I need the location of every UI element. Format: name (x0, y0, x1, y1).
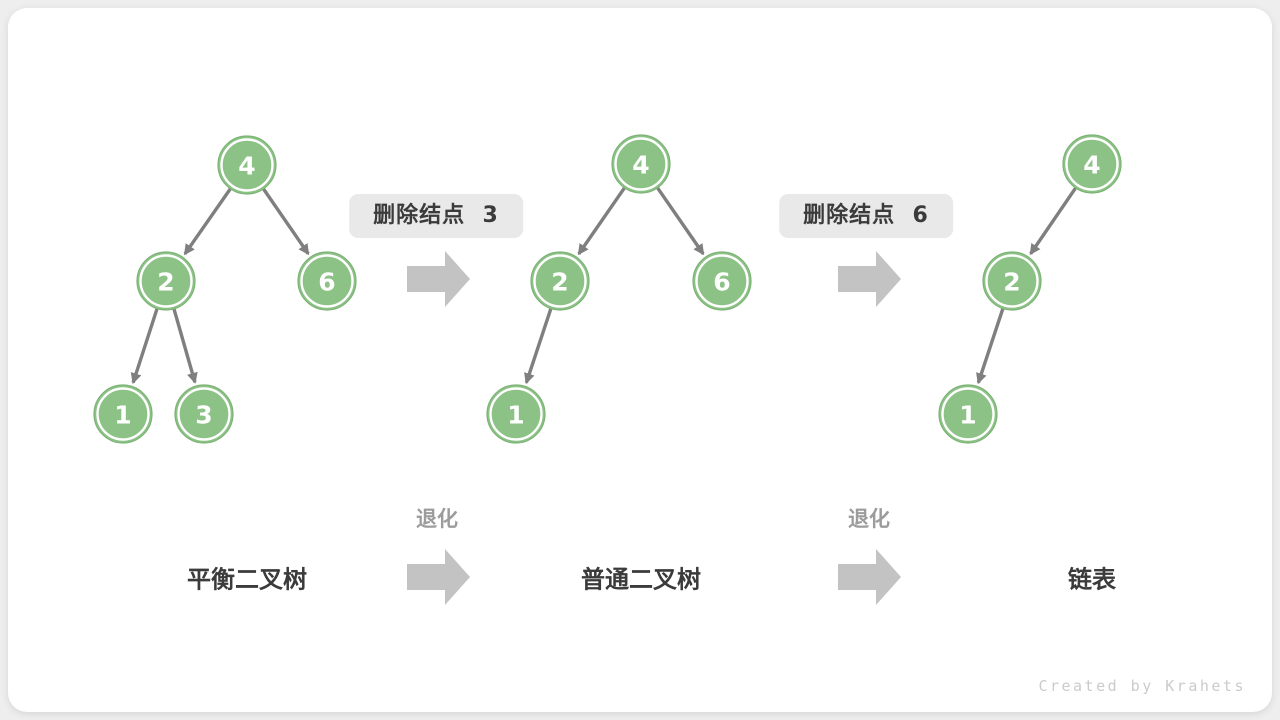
delete-node-6-badge: 删除结点 6 (779, 194, 953, 238)
tree-node-4: 4 (611, 134, 671, 194)
block-arrow-right-icon (407, 549, 470, 605)
node-inner-ring (695, 254, 749, 308)
node-inner-ring (139, 254, 193, 308)
node-value: 1 (507, 401, 524, 430)
node-value: 4 (1083, 151, 1100, 180)
node-circle (692, 251, 752, 311)
node-inner-ring (533, 254, 587, 308)
node-value: 6 (713, 268, 730, 297)
tree-node-1: 1 (93, 384, 153, 444)
tree-label-ordinary-binary-tree: 普通二叉树 (581, 565, 701, 594)
node-inner-ring (300, 254, 354, 308)
node-value: 6 (318, 268, 335, 297)
node-value: 1 (959, 401, 976, 430)
node-inner-ring (489, 387, 543, 441)
tree-node-4: 4 (1062, 134, 1122, 194)
node-circle (297, 251, 357, 311)
tree-node-2: 2 (530, 251, 590, 311)
tree-edge-arrow (976, 307, 1005, 385)
node-inner-ring (220, 138, 274, 192)
node-inner-ring (941, 387, 995, 441)
node-circle (611, 134, 671, 194)
tree-edge-arrow (183, 187, 232, 256)
node-inner-ring (177, 387, 231, 441)
tree-node-2: 2 (982, 251, 1042, 311)
node-value: 3 (195, 401, 212, 430)
node-circle (136, 251, 196, 311)
block-arrow-right-icon (838, 251, 901, 307)
node-inner-ring (614, 137, 668, 191)
node-value: 4 (632, 151, 649, 180)
node-value: 4 (238, 152, 255, 181)
node-circle (93, 384, 153, 444)
tree-node-1: 1 (938, 384, 998, 444)
tree-edge-arrow (1029, 186, 1078, 256)
node-value: 2 (551, 268, 568, 297)
tree-node-6: 6 (297, 251, 357, 311)
node-inner-ring (1065, 137, 1119, 191)
card-background (8, 8, 1272, 712)
node-circle (530, 251, 590, 311)
degrade-label-2: 退化 (848, 507, 890, 531)
tree-node-2: 2 (136, 251, 196, 311)
node-circle (174, 384, 234, 444)
tree-edge-arrow (656, 186, 705, 256)
block-arrow-right-icon (407, 251, 470, 307)
tree-node-3: 3 (174, 384, 234, 444)
tree-edge-arrow (172, 308, 198, 384)
tree-edge-arrow (262, 187, 310, 256)
node-value: 2 (1003, 268, 1020, 297)
node-circle (217, 135, 277, 195)
node-inner-ring (985, 254, 1039, 308)
tree-edge-arrow (524, 307, 553, 385)
node-value: 2 (157, 268, 174, 297)
tree-node-4: 4 (217, 135, 277, 195)
block-arrow-right-icon (838, 549, 901, 605)
tree-balanced-binary-tree: 4 2 6 1 3 (93, 135, 357, 444)
node-value: 1 (114, 401, 131, 430)
tree-edge-arrow (577, 186, 626, 256)
tree-node-6: 6 (692, 251, 752, 311)
watermark-credit: Created by Krahets (1038, 677, 1246, 695)
node-circle (1062, 134, 1122, 194)
tree-node-1: 1 (486, 384, 546, 444)
tree-linked-list: 4 2 1 (938, 134, 1122, 444)
tree-edge-arrow (130, 308, 159, 385)
node-circle (938, 384, 998, 444)
tree-ordinary-binary-tree: 4 2 6 1 (486, 134, 752, 444)
degrade-label-1: 退化 (416, 507, 458, 531)
node-circle (486, 384, 546, 444)
tree-label-balanced-binary-tree: 平衡二叉树 (187, 565, 307, 594)
node-inner-ring (96, 387, 150, 441)
tree-label-linked-list: 链表 (1068, 565, 1116, 594)
node-circle (982, 251, 1042, 311)
delete-node-3-badge: 删除结点 3 (349, 194, 523, 238)
